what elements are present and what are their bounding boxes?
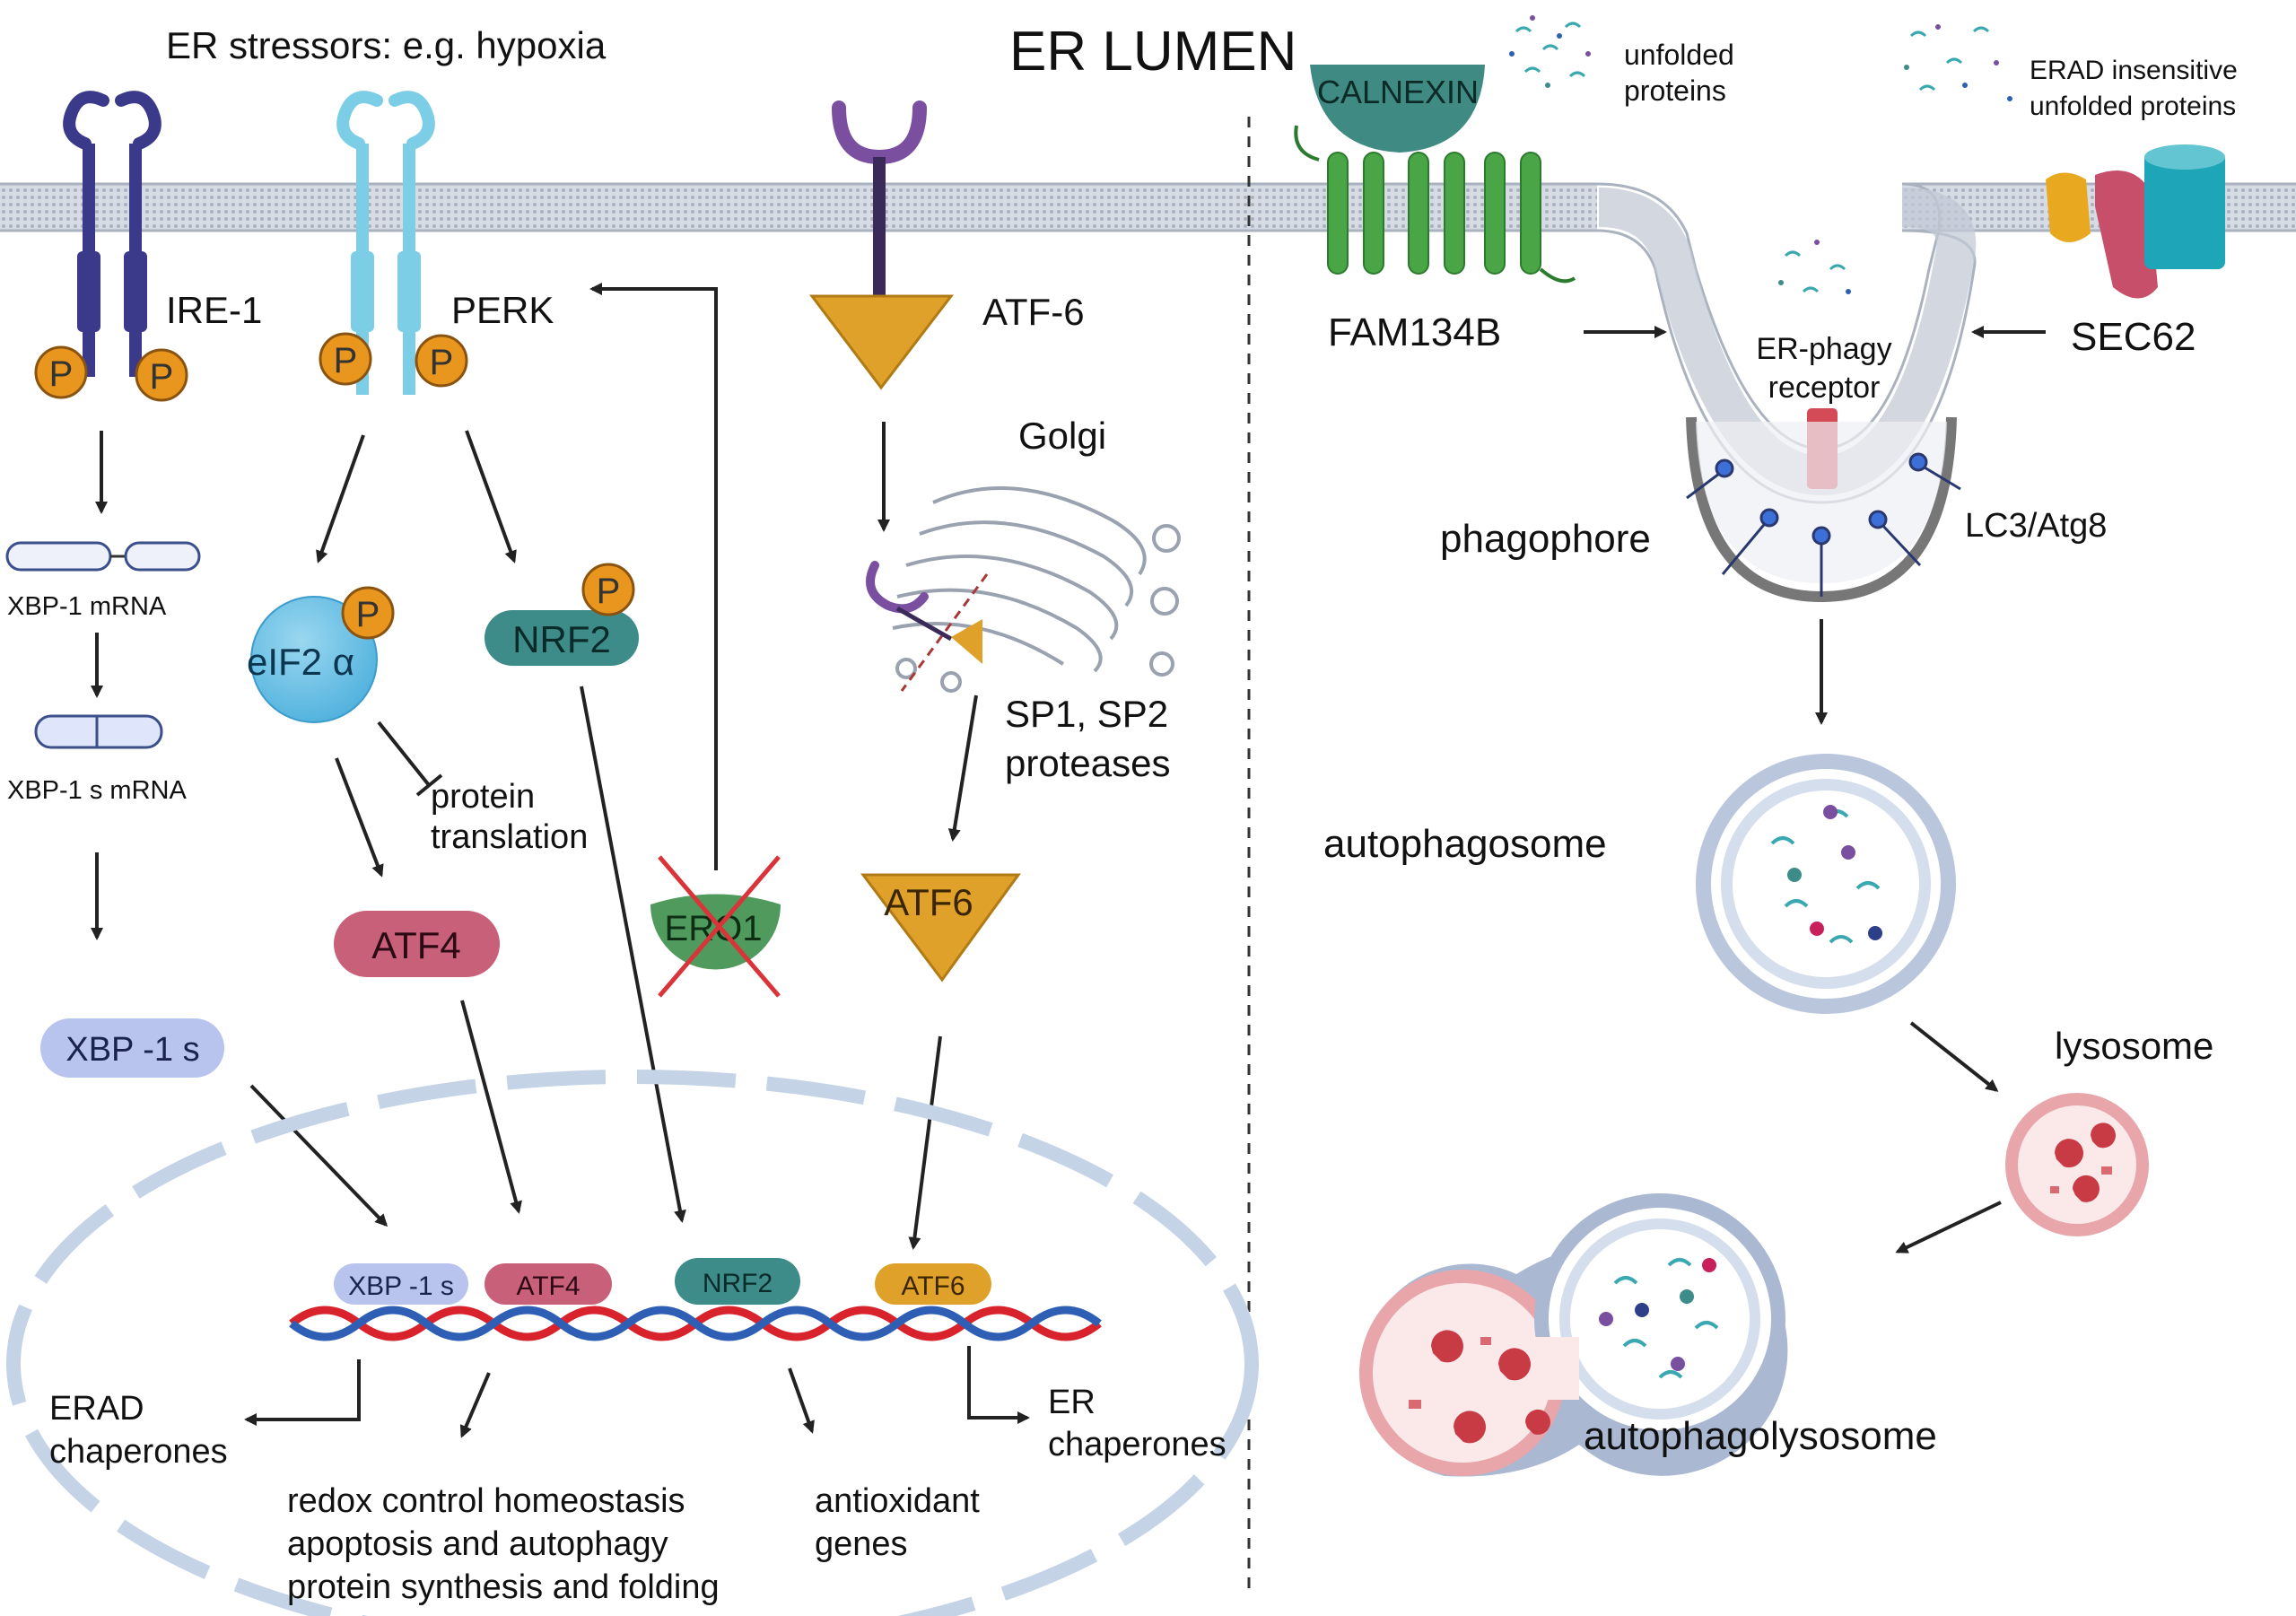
atf4-protein <box>334 911 500 977</box>
eif2a-label: eIF2 α <box>247 641 354 683</box>
svg-text:P: P <box>430 343 454 382</box>
atf4-label: ATF4 <box>371 924 461 966</box>
xbp1-mrna-label: XBP-1 mRNA <box>7 592 167 621</box>
svg-text:ATF4: ATF4 <box>516 1271 580 1301</box>
svg-text:unfolded proteins: unfolded proteins <box>2030 92 2236 121</box>
stressors-label: ER stressors: e.g. hypoxia <box>166 24 607 66</box>
protein-translation-label: protein <box>431 778 535 816</box>
svg-text:P: P <box>49 354 74 394</box>
er-chaperones-label: ER <box>1048 1384 1096 1421</box>
ero1-label: ERO1 <box>665 909 763 948</box>
phospho-icon <box>34 345 88 399</box>
golgi-icon <box>892 486 1181 693</box>
unfolded-proteins-icon <box>1509 15 1591 88</box>
svg-text:XBP -1 s: XBP -1 s <box>65 1031 199 1069</box>
nrf2-label: NRF2 <box>512 618 611 660</box>
xbp1s-protein <box>40 1018 224 1078</box>
phagophore-label: phagophore <box>1440 517 1651 561</box>
phospho-icon <box>135 348 188 402</box>
xbp1s-mrna-icon <box>34 714 163 749</box>
nuc-atf4 <box>485 1263 612 1305</box>
svg-text:apoptosis and autophagy: apoptosis and autophagy <box>287 1525 668 1563</box>
atf6-receptor-label: ATF-6 <box>982 291 1085 333</box>
lc3-label: LC3/Atg8 <box>1965 507 2107 545</box>
sec62-label: SEC62 <box>2071 315 2196 359</box>
redox-label: redox control homeostasis <box>287 1482 685 1520</box>
svg-text:chaperones: chaperones <box>1048 1426 1227 1463</box>
nucleus: XBP -1 s ATF4 NRF2 ATF6 ERAD chaperones … <box>6 1070 1259 1616</box>
lc3-icon <box>1686 452 1961 597</box>
perk-receptor: P P PERK <box>319 91 554 395</box>
svg-text:translation: translation <box>431 818 588 856</box>
svg-text:proteases: proteases <box>1005 742 1170 784</box>
phospho-icon <box>319 332 372 386</box>
fam134b-protein <box>1327 152 1541 275</box>
autophagolysosome-label: autophagolysosome <box>1584 1414 1937 1458</box>
svg-text:chaperones: chaperones <box>49 1433 228 1471</box>
pouch-proteins-icon <box>1778 240 1851 294</box>
autophagosome-icon <box>1696 754 1956 1014</box>
antioxidant-label: antioxidant <box>815 1482 980 1520</box>
lysosome-label: lysosome <box>2055 1025 2213 1067</box>
calnexin-protein <box>1310 65 1485 153</box>
ero1-protein <box>650 904 781 970</box>
ire1-pathway: XBP-1 mRNA XBP-1 s mRNA XBP -1 s <box>5 431 388 1227</box>
perk-pathway: eIF2 α P NRF2 P protein translation ATF4… <box>247 283 781 1223</box>
er-phagy-receptor-label: ER-phagy <box>1756 332 1891 366</box>
autophagolysosome-icon <box>1359 1193 1788 1477</box>
nuc-nrf2 <box>675 1258 800 1305</box>
sec62-protein <box>2046 172 2091 242</box>
svg-text:proteins: proteins <box>1624 74 1726 107</box>
golgi-label: Golgi <box>1018 415 1106 457</box>
erad-chaperones-label: ERAD <box>49 1390 144 1428</box>
phospho-icon <box>341 586 395 640</box>
calnexin-label: CALNEXIN <box>1317 74 1479 110</box>
phospho-icon <box>415 334 468 388</box>
atf6-receptor: ATF-6 <box>808 100 1085 390</box>
svg-text:P: P <box>597 572 621 611</box>
phospho-icon <box>581 563 635 616</box>
nrf2-protein <box>485 610 639 666</box>
er-lumen-label: ER LUMEN <box>1009 21 1296 83</box>
svg-text:NRF2: NRF2 <box>703 1269 773 1298</box>
perk-label: PERK <box>451 289 554 331</box>
atf6-label: ATF6 <box>884 881 973 923</box>
fam134b-label: FAM134B <box>1328 310 1501 354</box>
erad-insensitive-label: ERAD insensitive <box>2030 56 2238 85</box>
er-phagy-panel: unfolded proteins ERAD insensitive unfol… <box>1294 15 2238 1477</box>
atf6-protein <box>860 873 1021 983</box>
lysosome-icon <box>2005 1093 2149 1236</box>
nuc-xbp1s <box>334 1263 468 1305</box>
svg-text:ATF6: ATF6 <box>901 1271 965 1301</box>
svg-text:receptor: receptor <box>1768 371 1881 405</box>
nuc-atf6 <box>875 1263 991 1305</box>
svg-text:P: P <box>356 595 380 634</box>
proteases-label: SP1, SP2 <box>1005 693 1168 735</box>
ire1-label: IRE-1 <box>166 289 262 331</box>
svg-text:XBP -1 s: XBP -1 s <box>348 1271 454 1301</box>
svg-text:P: P <box>150 357 174 397</box>
eif2a-protein <box>250 596 378 723</box>
autophagosome-label: autophagosome <box>1323 822 1607 866</box>
erad-insensitive-icon <box>1904 24 2012 101</box>
xbp1-mrna-icon <box>5 541 112 572</box>
svg-text:protein synthesis and folding: protein synthesis and folding <box>287 1568 720 1606</box>
svg-text:P: P <box>334 341 358 380</box>
atf6-pathway: Golgi SP1, SP2 proteases ATF6 <box>860 415 1181 1250</box>
ire1-receptor: P P IRE-1 <box>34 91 262 402</box>
unfolded-label: unfolded <box>1624 39 1734 71</box>
svg-text:genes: genes <box>815 1525 908 1563</box>
xbp1s-mrna-label: XBP-1 s mRNA <box>7 776 187 805</box>
